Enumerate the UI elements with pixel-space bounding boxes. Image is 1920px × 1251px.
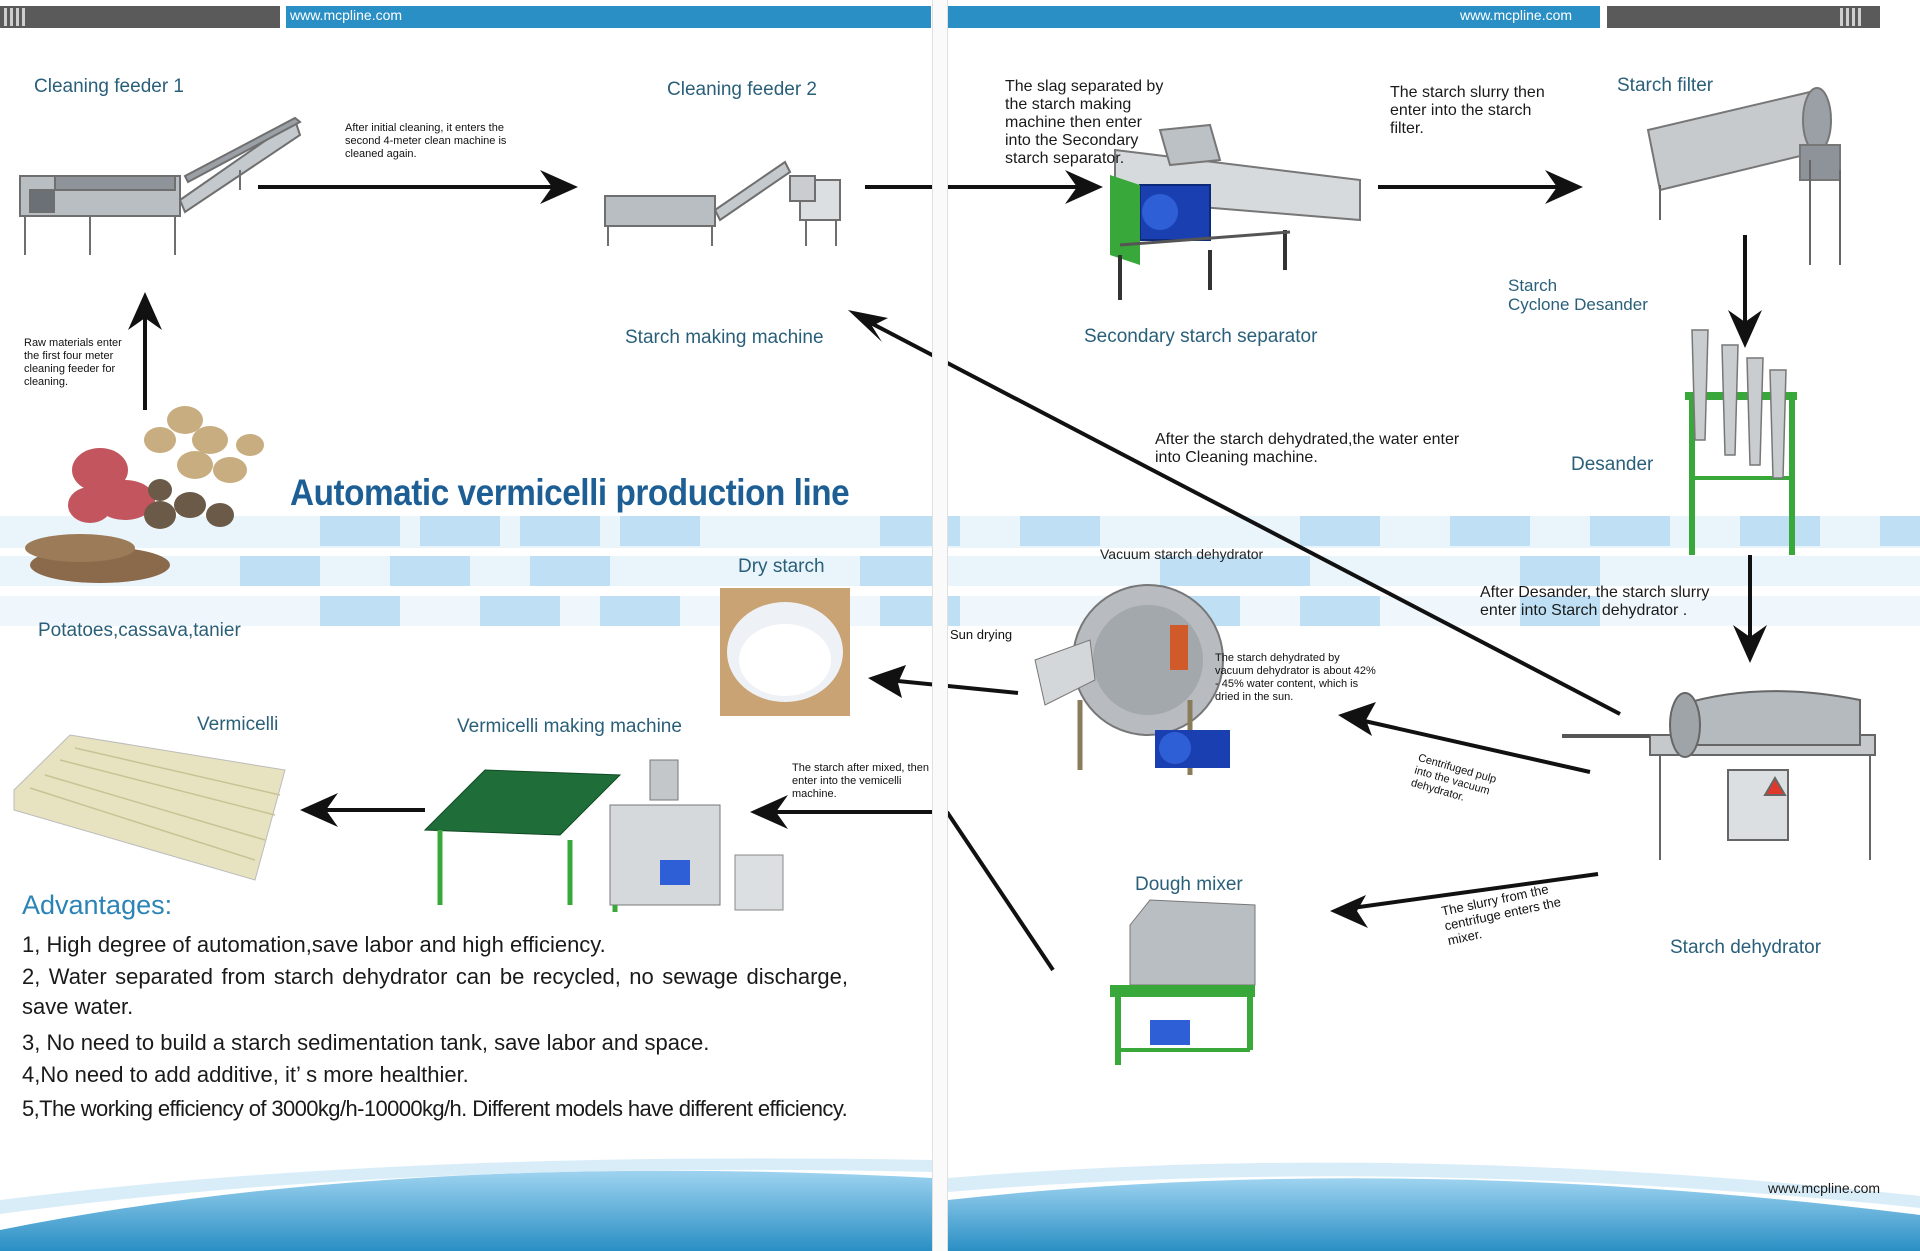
header-bar-right-blue	[948, 6, 1600, 28]
bottom-wave-right	[948, 1178, 1920, 1251]
label-starch-making-machine: Starch making machine	[625, 327, 824, 348]
label-vacuum-starch-dehydrator: Vacuum starch dehydrator	[1100, 546, 1264, 562]
header-bar-left-dark	[0, 6, 280, 28]
cleaning-feeder-2-illustration	[604, 160, 841, 246]
header-bar-left-blue	[286, 6, 931, 28]
label-raw-materials: Potatoes,cassava,tanier	[38, 620, 241, 641]
header-bar-right-dark	[1607, 6, 1880, 28]
label-dry-starch: Dry starch	[738, 556, 825, 577]
note-slurry-to-filter: The starch slurry then enter into the st…	[1390, 84, 1545, 137]
note-slag-separated: The slag separated by the starch making …	[1005, 78, 1164, 167]
arrow-heads	[128, 170, 1767, 928]
advantage-item-3: 3, No need to build a starch sedimentati…	[22, 1030, 710, 1055]
cyclone-desander-illustration	[1685, 329, 1797, 555]
dry-starch-photo	[720, 588, 850, 716]
note-water-recycle: After the starch dehydrated,the water en…	[1155, 431, 1460, 466]
label-cleaning-feeder-1: Cleaning feeder 1	[34, 76, 184, 97]
label-starch-filter: Starch filter	[1617, 75, 1714, 96]
header-url-left[interactable]: www.mcpline.com	[290, 7, 403, 23]
flow-arrows	[143, 185, 1752, 972]
note-after-initial-cleaning: After initial cleaning, it enters the se…	[345, 122, 507, 160]
label-cyclone-desander: Starch Cyclone Desander	[1508, 276, 1648, 314]
label-cleaning-feeder-2: Cleaning feeder 2	[667, 79, 817, 100]
starch-dehydrator-illustration	[1562, 690, 1876, 860]
advantage-item-4: 4,No need to add additive, it’ s more he…	[22, 1062, 469, 1087]
advantage-item-1: 1, High degree of automation,save labor …	[22, 932, 606, 957]
dough-mixer-illustration	[1110, 899, 1256, 1065]
bottom-wave-left	[0, 1170, 932, 1251]
secondary-starch-separator-illustration	[1110, 123, 1361, 300]
vermicelli-machine-illustration	[423, 759, 784, 912]
page-fold	[932, 0, 948, 1251]
raw-materials-photo	[25, 406, 264, 583]
page-title: Automatic vermicelli production line	[290, 472, 850, 513]
label-desander: Desander	[1571, 454, 1654, 475]
advantage-item-5: 5,The working efficiency of 3000kg/h-100…	[22, 1096, 848, 1121]
cleaning-feeder-1-illustration	[19, 116, 302, 255]
starch-filter-illustration	[1646, 87, 1841, 265]
note-vacuum-water-content: The starch dehydrated by vacuum dehydrat…	[1215, 652, 1376, 703]
label-vermicelli: Vermicelli	[197, 714, 279, 735]
label-dough-mixer: Dough mixer	[1135, 874, 1243, 895]
advantages-heading: Advantages:	[22, 890, 173, 920]
note-sun-drying: Sun drying	[950, 627, 1013, 642]
note-raw-materials-enter: Raw materials enter the first four meter…	[24, 337, 122, 388]
note-after-desander: After Desander, the starch slurry enter …	[1480, 584, 1710, 619]
header-url-right[interactable]: www.mcpline.com	[1460, 7, 1573, 23]
vacuum-dehydrator-illustration	[1034, 584, 1230, 775]
note-mixed-to-vermicelli: The starch after mixed, then enter into …	[792, 762, 929, 800]
label-secondary-starch-separator: Secondary starch separator	[1084, 326, 1318, 347]
vermicelli-photo	[13, 734, 286, 881]
label-starch-dehydrator: Starch dehydrator	[1670, 937, 1822, 958]
advantage-item-2: 2, Water separated from starch dehydrato…	[22, 964, 848, 1019]
label-vermicelli-machine: Vermicelli making machine	[457, 716, 682, 737]
footer-url[interactable]: www.mcpline.com	[1768, 1180, 1881, 1196]
